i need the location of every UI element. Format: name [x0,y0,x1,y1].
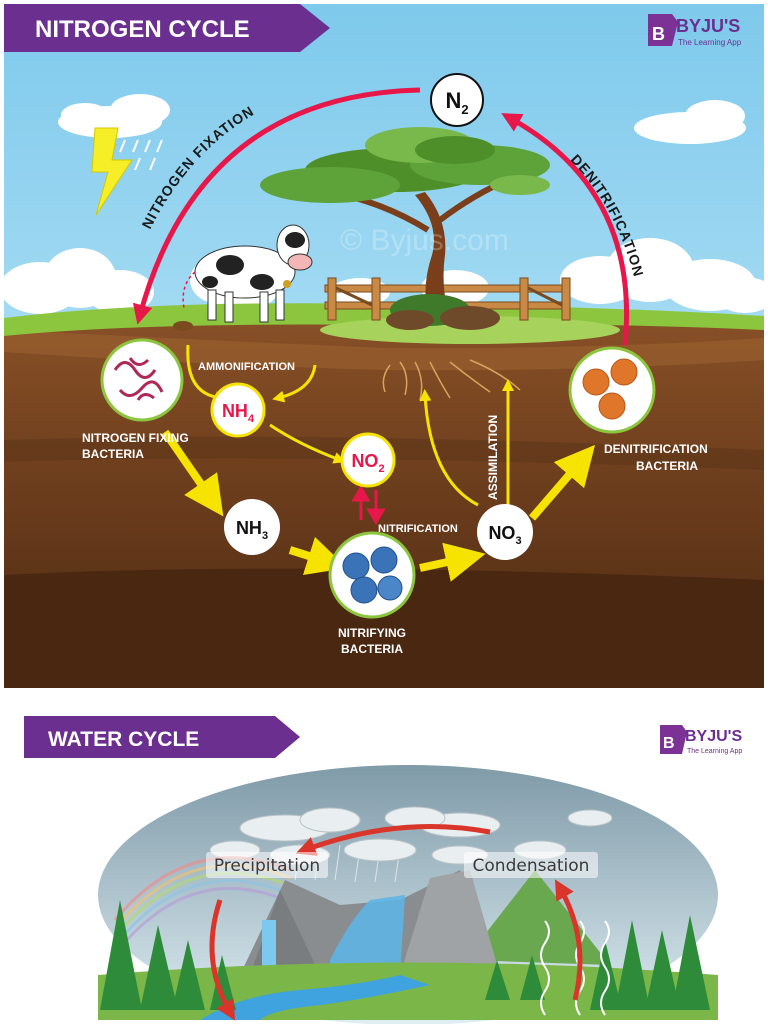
denitrification-bacteria-label-line2: BACTERIA [636,459,698,473]
water-title-banner: WATER CYCLE [24,716,300,758]
nh4-to-no2-arrow [269,423,346,464]
denitrification-bacteria-icon [568,346,656,434]
waterfall [330,895,405,975]
clouds [0,94,768,314]
svg-text:B: B [652,24,665,44]
lightning-icon [91,127,163,216]
svg-text:NH3: NH3 [236,518,268,542]
logo-tagline: The Learning App [678,38,742,47]
svg-text:N2: N2 [445,88,468,117]
nitrifying-bacteria-icon [328,531,416,619]
n2-node: N2 [430,73,484,127]
precipitation-label: Precipitation [214,856,320,876]
water-byjus-logo: B BYJU'S The Learning App [660,725,742,755]
nh3-to-nitrifying-arrow [288,536,348,576]
assimilation-label: ASSIMILATION [486,415,500,500]
nitrogen-fixation-arrow [132,87,421,325]
no3-to-roots-arrow [419,389,479,507]
nitrifying-bacteria-label-line2: BACTERIA [341,642,403,656]
fixing-to-nh3-arrow [161,429,224,517]
precipitation-label-bg [206,852,328,878]
cow [194,224,313,323]
no2-node: NO2 [340,432,396,488]
river [200,975,430,1020]
denitrification-bacteria-label-line1: DENITRIFICATION [604,442,708,456]
logo-name: BYJU'S [676,16,740,36]
water-logo-name: BYJU'S [685,728,742,745]
no3-node: NO3 [477,504,533,560]
title-banner: NITROGEN CYCLE [4,4,330,52]
nitrogen-cycle-panel: © Byjus.com NITROGEN CYCLE B BYJU'S The … [0,4,768,688]
condensation-label-bg [464,852,598,878]
svg-text:B: B [663,735,675,752]
nh3-node: NH3 [224,499,280,555]
cloud-movement-arrow [295,823,491,856]
ammonification-label: AMMONIFICATION [198,361,295,373]
svg-text:NO3: NO3 [488,523,521,547]
trees [100,900,710,1010]
nitrifying-bacteria-label-line1: NITRIFYING [338,626,406,640]
water-page-title: WATER CYCLE [48,728,199,751]
yellow-arrows [161,344,596,582]
watermark: © Byjus.com [340,224,509,257]
tree [260,127,550,330]
nitrogen-fixing-bacteria-icon [100,338,184,422]
precipitation-arrow [209,899,235,1021]
condensation-label: Condensation [473,856,590,876]
nh4-node: NH4 [210,382,266,438]
fixing-bacteria-label-line1: NITROGEN FIXING [82,431,189,445]
no3-to-denitrification-arrow [528,444,596,521]
ammonification-arrow-right [272,364,317,403]
fixing-bacteria-label-line2: BACTERIA [82,447,144,461]
denitrification-arrow [501,113,630,346]
svg-text:NO2: NO2 [351,451,384,475]
page-title: NITROGEN CYCLE [35,16,250,43]
byjus-logo: B BYJU'S The Learning App [648,14,742,47]
no2-exchange-arrows [351,485,386,525]
evaporation-arrow [555,879,583,1001]
water-cycle-panel: WATER CYCLE B BYJU'S The Learning App [24,716,742,1024]
water-logo-tagline: The Learning App [687,748,742,755]
small-waterfall [262,920,276,975]
svg-text:NH4: NH4 [222,401,255,425]
nitrification-label: NITRIFICATION [378,523,458,535]
nitrifying-to-no3-arrow [419,542,486,582]
